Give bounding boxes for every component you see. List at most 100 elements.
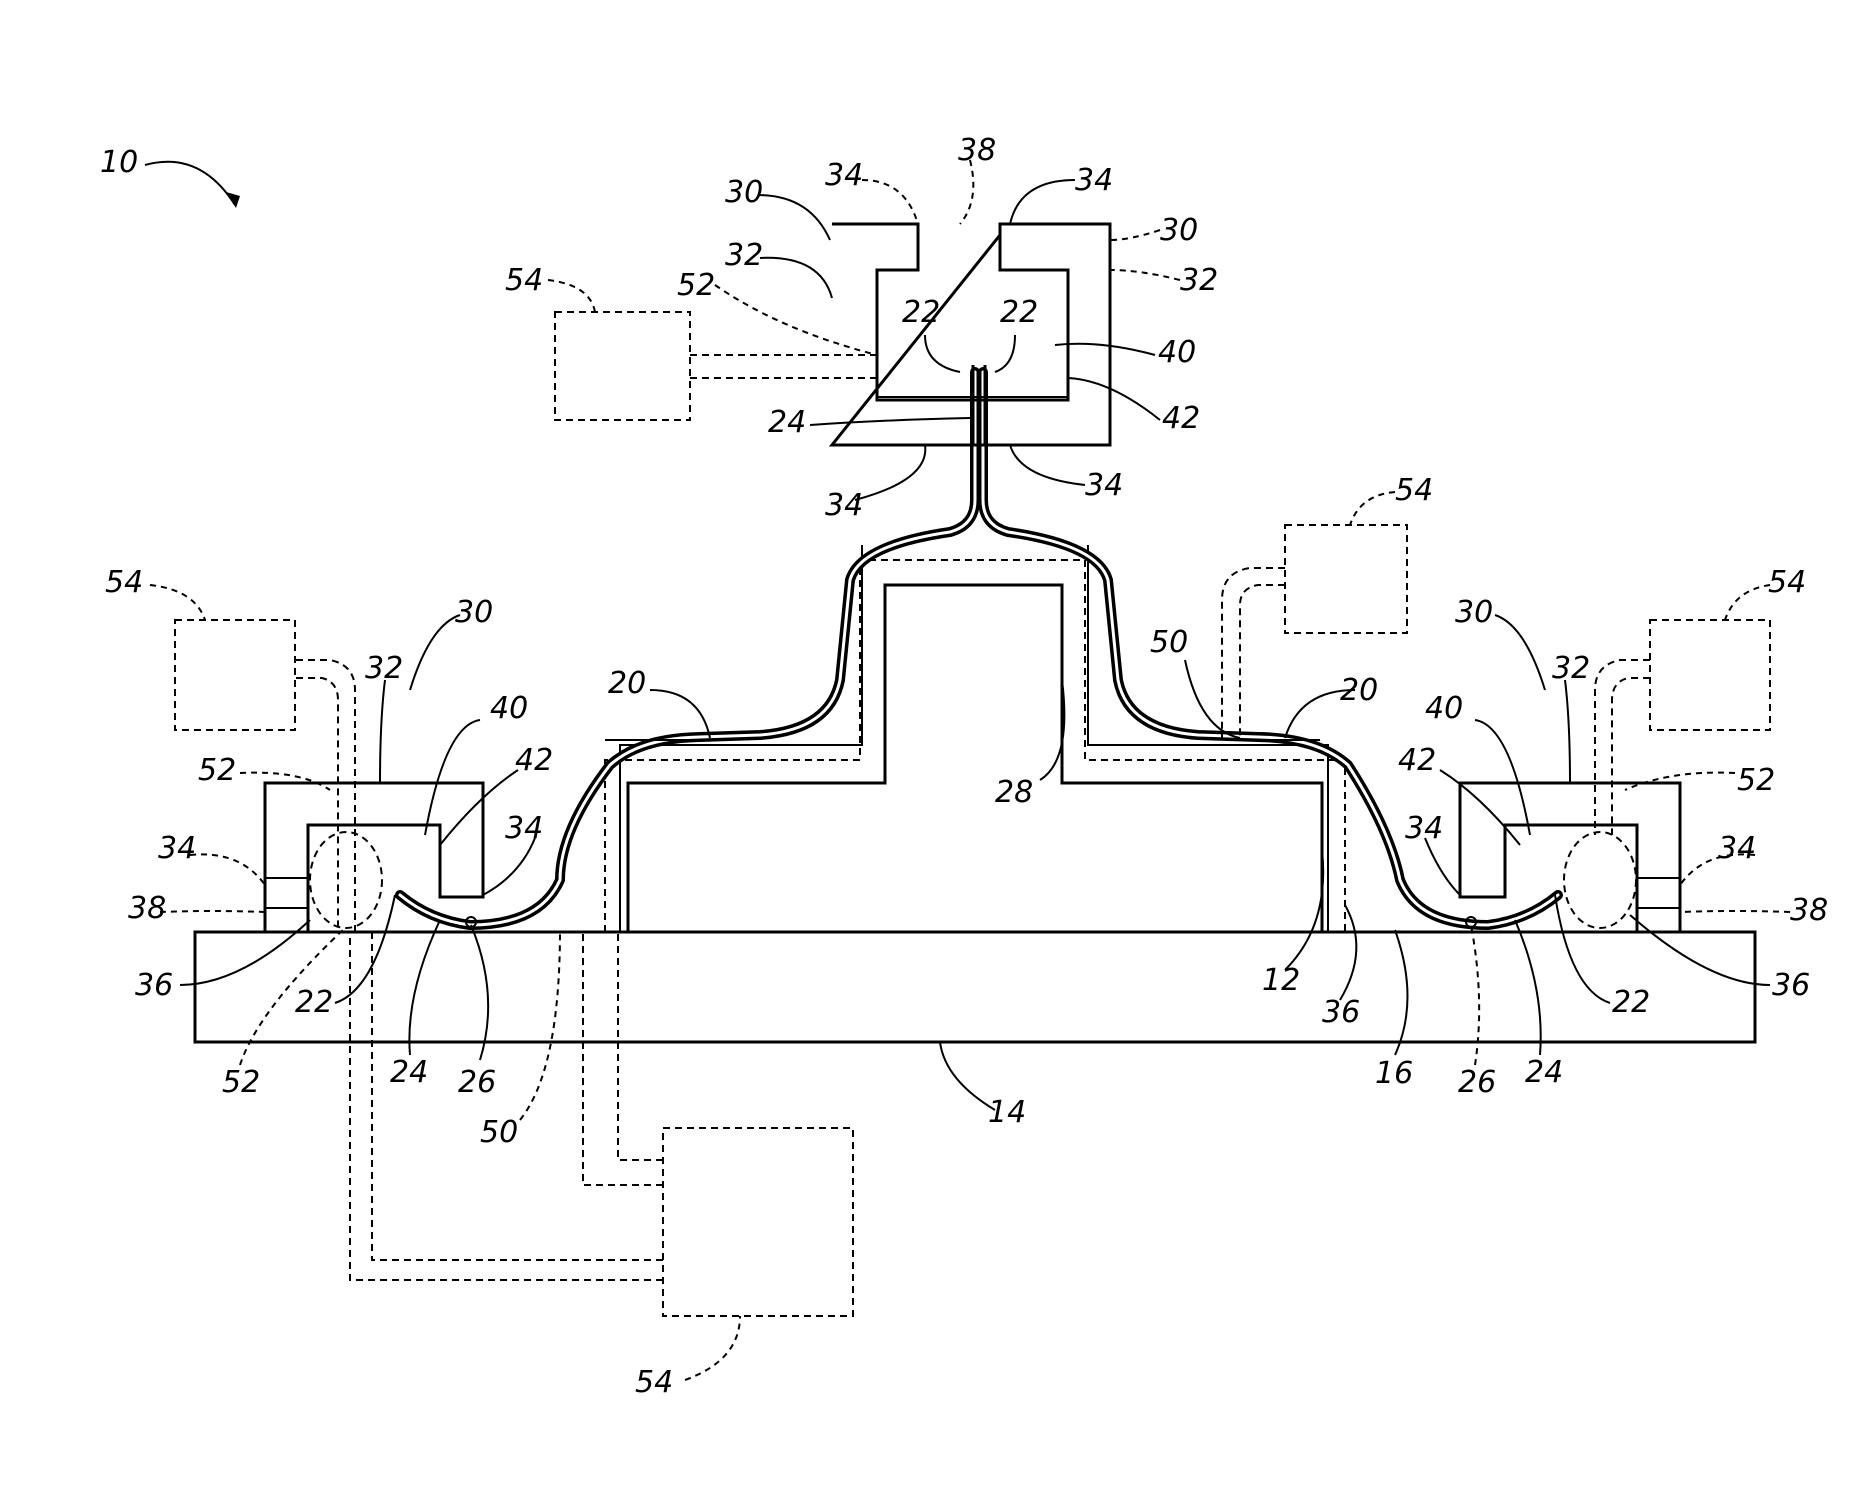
leader-32-top-left (760, 258, 832, 298)
label-52-left-bottom: 52 (222, 1065, 260, 1100)
controller-right (1650, 620, 1770, 730)
left-clamp-housing (265, 783, 483, 932)
film-left (400, 372, 975, 925)
leader-34-top-bottom-left (855, 445, 925, 500)
middle-right-conduit-2 (1240, 585, 1285, 740)
label-38-top: 38 (958, 133, 996, 168)
middle-right-conduit (1222, 568, 1285, 740)
label-34-left: 34 (158, 831, 196, 866)
leader-52-left (240, 773, 330, 790)
right-clamp-housing (1460, 783, 1680, 932)
bottom-conduit-b (583, 932, 663, 1185)
controller-top (555, 312, 690, 420)
leader-54-top (548, 280, 595, 312)
leader-42-right (1440, 770, 1520, 845)
label-12: 12 (1262, 963, 1300, 998)
label-36-right-mid: 36 (1322, 995, 1360, 1030)
leader-52-top (715, 285, 877, 355)
leader-38-left (160, 911, 265, 912)
bottom-conduit-d (350, 932, 663, 1280)
label-32-top-right: 32 (1180, 263, 1218, 298)
label-32-top-left: 32 (725, 238, 763, 273)
leader-34-top-left (862, 180, 918, 224)
label-16: 16 (1375, 1056, 1413, 1091)
label-22-top-left: 22 (902, 295, 940, 330)
label-26-right: 26 (1458, 1065, 1496, 1100)
leader-30-top-left (758, 195, 830, 240)
label-34-left-clamp: 34 (505, 811, 543, 846)
leader-36-left (180, 920, 310, 985)
film-left-inner (400, 372, 975, 925)
leader-40-top (1055, 344, 1155, 355)
left-conduit-2 (296, 678, 338, 932)
film-right (983, 372, 1558, 925)
arrow-10 (226, 192, 240, 208)
leader-34-left-clamp (483, 838, 535, 895)
leader-54-right (1725, 585, 1770, 620)
leader-10 (145, 162, 235, 205)
leader-34-left (190, 854, 265, 885)
label-34-top-bottom-left: 34 (825, 488, 863, 523)
label-38-right: 38 (1790, 893, 1828, 928)
leader-34-right-clamp (1425, 838, 1460, 895)
label-50-right: 50 (1150, 625, 1188, 660)
label-10: 10 (100, 145, 138, 180)
leader-32-top-right (1110, 270, 1180, 280)
label-54-right: 54 (1768, 565, 1806, 600)
leader-14 (940, 1042, 995, 1110)
left-seal (310, 832, 382, 928)
label-30-right: 30 (1455, 595, 1493, 630)
leader-24-left (409, 920, 440, 1055)
label-34-top-left: 34 (825, 158, 863, 193)
bottom-conduit-a (618, 932, 663, 1160)
leader-32-left (380, 680, 385, 783)
label-52-left: 52 (198, 753, 236, 788)
label-38-left: 38 (128, 891, 166, 926)
controller-bottom (663, 1128, 853, 1316)
leader-22-left (335, 895, 395, 1003)
label-22-right: 22 (1612, 985, 1650, 1020)
leader-36-right-mid (1340, 905, 1356, 1000)
leader-22-top-right (995, 335, 1015, 372)
leader-54-bottom (685, 1316, 740, 1380)
label-22-top-right: 22 (1000, 295, 1038, 330)
label-42-left: 42 (515, 743, 553, 778)
leader-12 (1285, 850, 1323, 970)
leader-30-left (410, 615, 460, 690)
leader-26-left (471, 925, 488, 1060)
label-54-top: 54 (505, 263, 543, 298)
leader-30-right (1495, 615, 1545, 690)
label-42-right: 42 (1398, 743, 1436, 778)
label-30-top-left: 30 (725, 175, 763, 210)
label-54-left: 54 (105, 565, 143, 600)
label-30-left: 30 (455, 595, 493, 630)
label-34-right: 34 (1718, 831, 1756, 866)
label-34-right-clamp: 34 (1405, 811, 1443, 846)
label-32-left: 32 (365, 651, 403, 686)
label-50-left: 50 (480, 1115, 518, 1150)
mold-body (628, 585, 1322, 932)
label-36-left: 36 (135, 968, 173, 1003)
leader-24-top (810, 418, 970, 425)
label-14: 14 (988, 1095, 1026, 1130)
leader-34-top-right (1010, 180, 1075, 224)
label-40-left: 40 (490, 691, 528, 726)
leader-50-right (1185, 660, 1240, 738)
label-24-right: 24 (1525, 1055, 1563, 1090)
label-28: 28 (995, 775, 1033, 810)
leader-32-right (1565, 680, 1570, 783)
controller-middle-right (1285, 525, 1407, 633)
right-seal (1564, 832, 1636, 928)
leader-40-left (425, 720, 480, 835)
leader-54-left (150, 585, 205, 620)
label-42-top: 42 (1162, 401, 1200, 436)
bottom-conduit-c (372, 932, 663, 1260)
leader-20-left (650, 690, 710, 738)
leader-24-right (1515, 920, 1541, 1055)
leader-54-middle-right (1350, 492, 1395, 525)
leader-38-top (960, 160, 973, 224)
leader-22-right (1555, 895, 1610, 1003)
label-34-top-bottom-right: 34 (1085, 468, 1123, 503)
label-54-middle-right: 54 (1395, 473, 1433, 508)
